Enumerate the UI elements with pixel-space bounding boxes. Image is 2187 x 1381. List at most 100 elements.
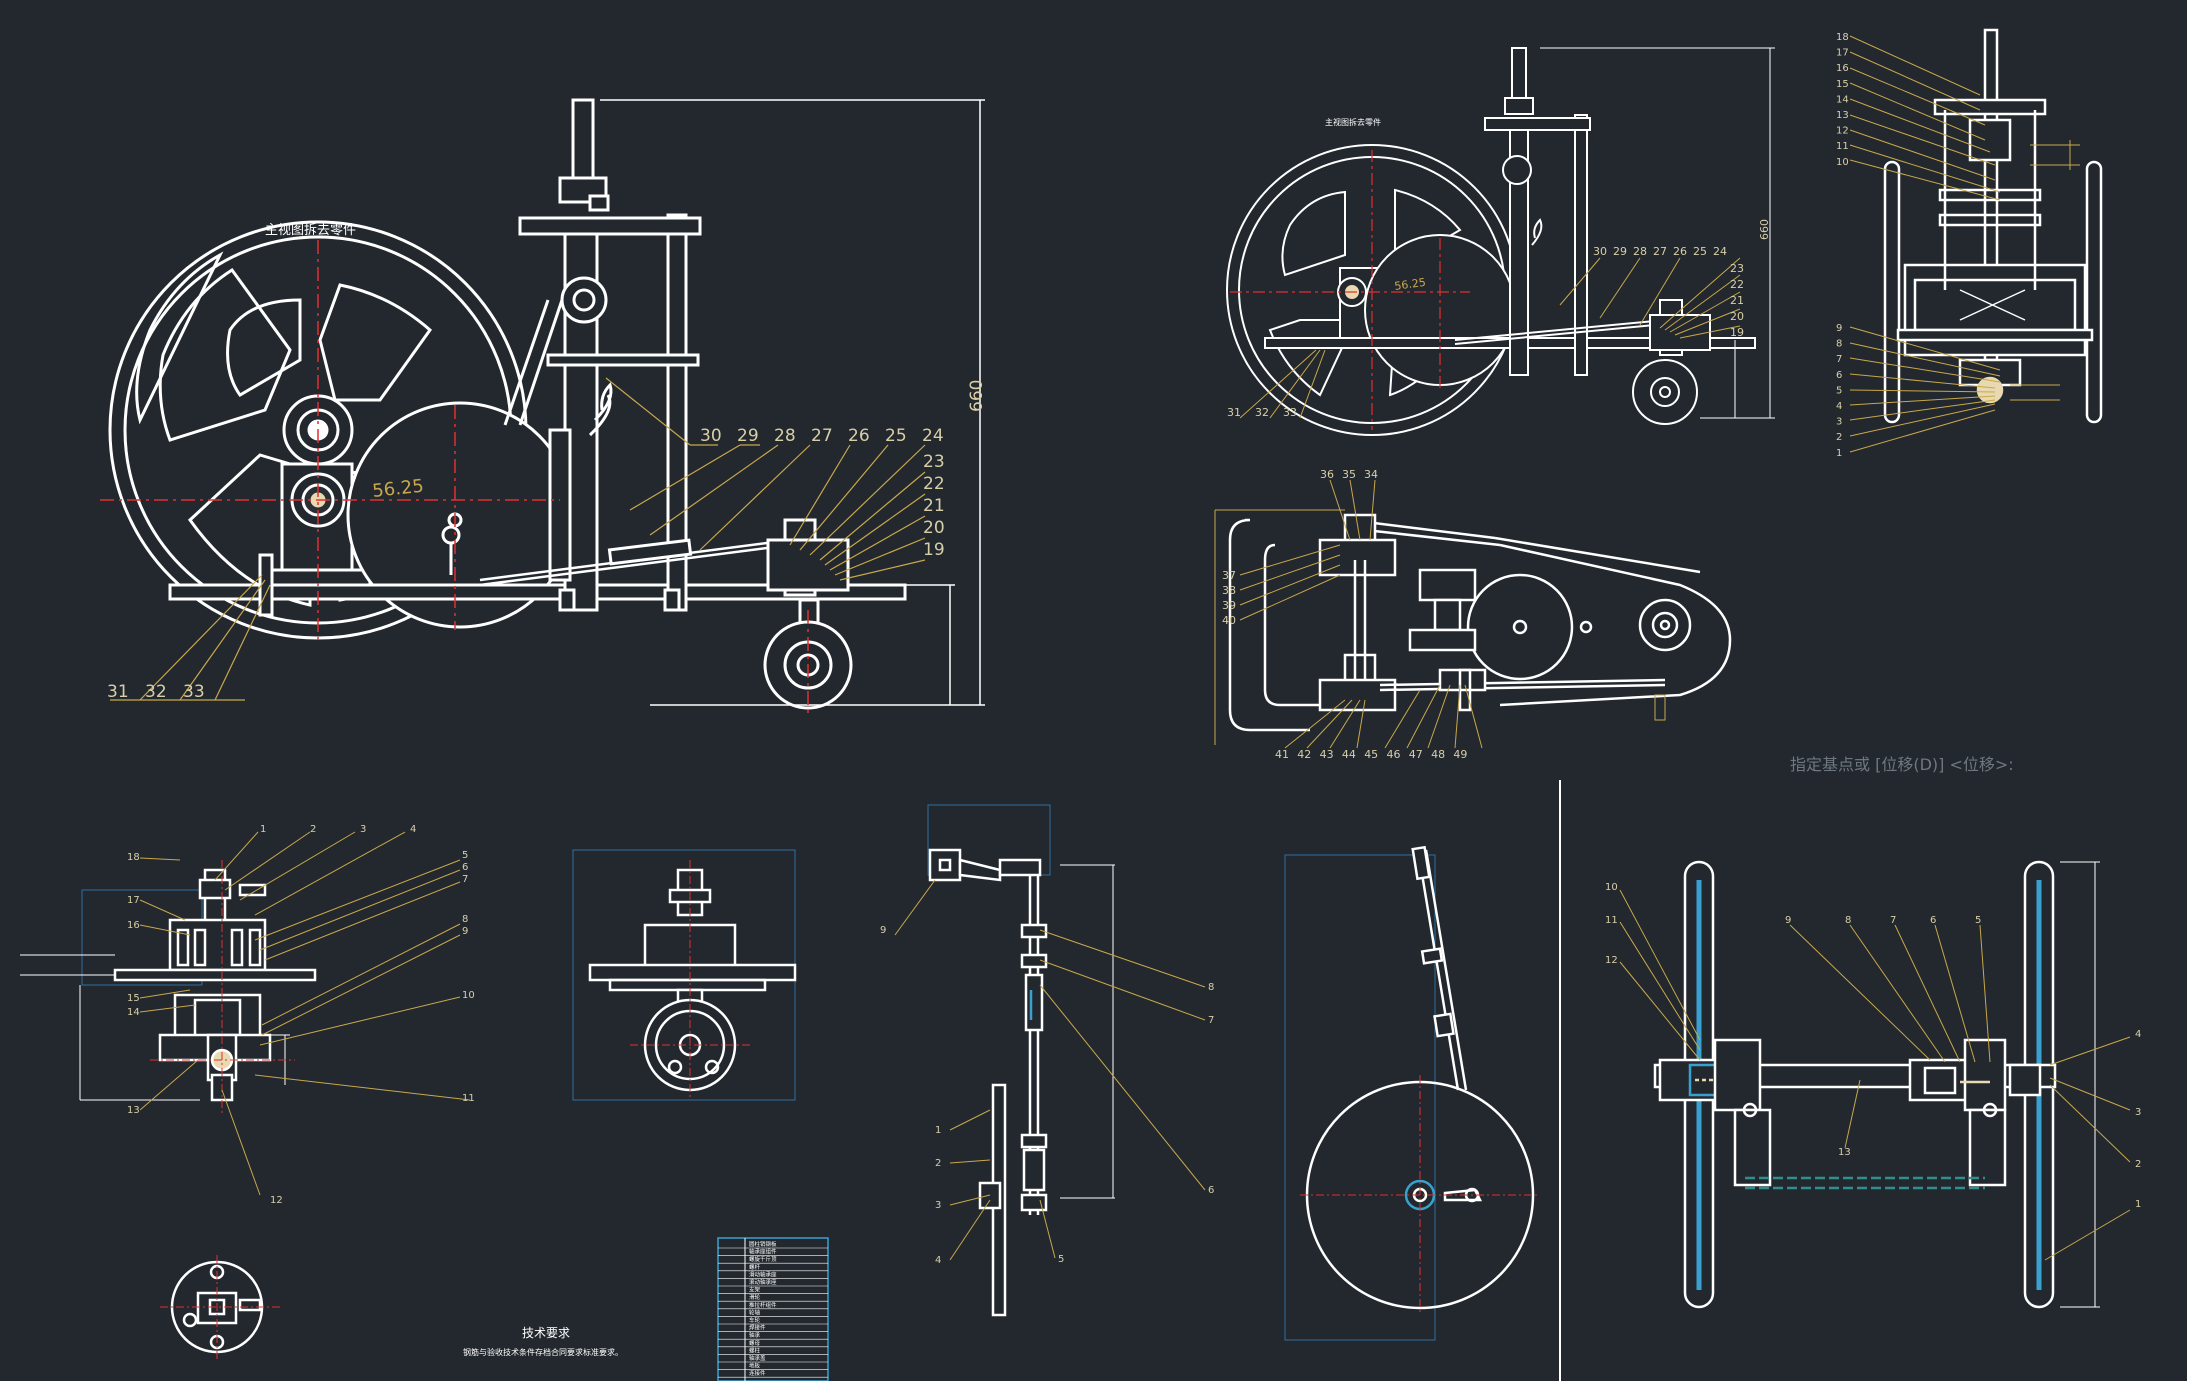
balloon-label: 4 bbox=[935, 1255, 941, 1266]
table-row: 螺杆 bbox=[749, 1263, 761, 1271]
balloon-label: 8 bbox=[1845, 915, 1851, 926]
parts-table-rows: 圆柱销钢板轴承座组件螺旋千斤顶螺杆滑动轴承座滚动轴承座支架滑轮推拉杆组件轮轴车轮… bbox=[718, 1240, 828, 1378]
balloon-label: 10 bbox=[462, 990, 475, 1001]
balloon-label: 10 bbox=[1605, 882, 1618, 893]
detail-axle-assembly bbox=[1653, 860, 2100, 1309]
balloon-label: 26 bbox=[848, 426, 870, 446]
balloon-label: 46 bbox=[1387, 748, 1401, 761]
balloon-label: 14 bbox=[127, 1007, 140, 1018]
balloon-label: 45 bbox=[1364, 748, 1378, 761]
balloon-label: 2 bbox=[1836, 432, 1842, 443]
balloon-label: 4 bbox=[2135, 1029, 2141, 1040]
balloon-label: 26 bbox=[1673, 245, 1687, 258]
balloon-label: 41 bbox=[1275, 748, 1289, 761]
balloon-label: 19 bbox=[1730, 326, 1744, 339]
main-front-view bbox=[100, 98, 985, 715]
balloon-label: 13 bbox=[127, 1105, 140, 1116]
table-row: 圆柱销钢板 bbox=[749, 1240, 777, 1248]
detail-round-plate bbox=[160, 1255, 280, 1360]
balloon-label: 3 bbox=[1836, 417, 1842, 428]
table-row: 支架 bbox=[749, 1286, 761, 1294]
balloon-label: 28 bbox=[1633, 245, 1647, 258]
balloon-label: 23 bbox=[1730, 262, 1744, 275]
table-row: 螺旋千斤顶 bbox=[749, 1255, 777, 1263]
balloon-label: 39 bbox=[1222, 599, 1236, 612]
side-view-leaders bbox=[1849, 35, 2001, 453]
table-row: 滑轮 bbox=[749, 1293, 761, 1301]
balloon-label: 25 bbox=[1693, 245, 1707, 258]
balloon-label: 18 bbox=[1836, 32, 1849, 43]
detail-jack-assembly bbox=[20, 860, 317, 1115]
parts-table: 圆柱销钢板轴承座组件螺旋千斤顶螺杆滑动轴承座滚动轴承座支架滑轮推拉杆组件轮轴车轮… bbox=[717, 1237, 829, 1381]
balloon-label: 42 bbox=[1297, 748, 1311, 761]
balloon-label: 7 bbox=[1836, 354, 1842, 365]
balloon-label: 25 bbox=[885, 426, 907, 446]
detail-disc-rod bbox=[1284, 845, 1540, 1341]
balloon-label: 1 bbox=[2135, 1199, 2141, 1210]
balloon-label: 37 bbox=[1222, 569, 1236, 582]
balloon-label: 20 bbox=[1730, 310, 1744, 323]
small-front-view bbox=[1226, 47, 1775, 436]
balloon-label: 36 bbox=[1320, 468, 1334, 481]
balloon-label: 30 bbox=[1593, 245, 1607, 258]
balloon-label: 17 bbox=[1836, 48, 1849, 59]
balloon-label: 7 bbox=[1208, 1015, 1214, 1026]
balloon-label: 2 bbox=[935, 1158, 941, 1169]
balloon-label: 24 bbox=[922, 426, 944, 446]
balloon-label: 5 bbox=[1058, 1254, 1064, 1265]
balloon-label: 19 bbox=[923, 540, 945, 560]
table-row: 焊接件 bbox=[749, 1324, 766, 1332]
balloon-label: 34 bbox=[1364, 468, 1378, 481]
balloon-label: 4 bbox=[1836, 401, 1842, 412]
balloon-label: 3 bbox=[360, 824, 366, 835]
balloon-label: 1 bbox=[1836, 448, 1842, 459]
plan-view-leaders bbox=[1239, 479, 1483, 749]
balloon-label: 32 bbox=[1255, 406, 1269, 419]
tech-requirements-title: 技术要求 bbox=[522, 1326, 570, 1340]
balloon-label: 7 bbox=[462, 874, 468, 885]
balloon-label: 9 bbox=[1785, 915, 1791, 926]
balloon-label: 6 bbox=[1836, 370, 1842, 381]
balloon-label: 1 bbox=[935, 1125, 941, 1136]
balloon-label: 29 bbox=[1613, 245, 1627, 258]
detail-caster bbox=[572, 849, 797, 1101]
detail-linkage bbox=[927, 804, 1115, 1317]
balloon-label: 3 bbox=[935, 1200, 941, 1211]
balloon-label: 9 bbox=[880, 925, 886, 936]
balloon-label: 2 bbox=[310, 824, 316, 835]
balloon-label: 18 bbox=[127, 852, 140, 863]
balloon-label: 47 bbox=[1409, 748, 1423, 761]
balloon-label: 15 bbox=[127, 993, 140, 1004]
detail-linkage-leaders bbox=[894, 879, 1206, 1261]
balloon-label: 31 bbox=[1227, 406, 1241, 419]
balloon-label: 21 bbox=[923, 496, 945, 516]
balloon-label: 11 bbox=[1605, 915, 1618, 926]
balloon-label: 35 bbox=[1342, 468, 1356, 481]
balloon-label: 31 bbox=[107, 682, 129, 702]
tech-requirements-text: 钢筋与验收技术条件存档合同要求标准要求。 bbox=[463, 1347, 623, 1357]
balloon-label: 29 bbox=[737, 426, 759, 446]
table-row: 螺柱 bbox=[749, 1346, 761, 1354]
table-row: 轴承 bbox=[749, 1331, 761, 1339]
balloon-label: 30 bbox=[700, 426, 722, 446]
small-angle-label: 56.25 bbox=[1394, 276, 1427, 293]
detail-axle-balloon-bottom: 13 bbox=[1838, 1147, 1851, 1158]
balloon-label: 22 bbox=[923, 474, 945, 494]
balloon-label: 48 bbox=[1431, 748, 1445, 761]
